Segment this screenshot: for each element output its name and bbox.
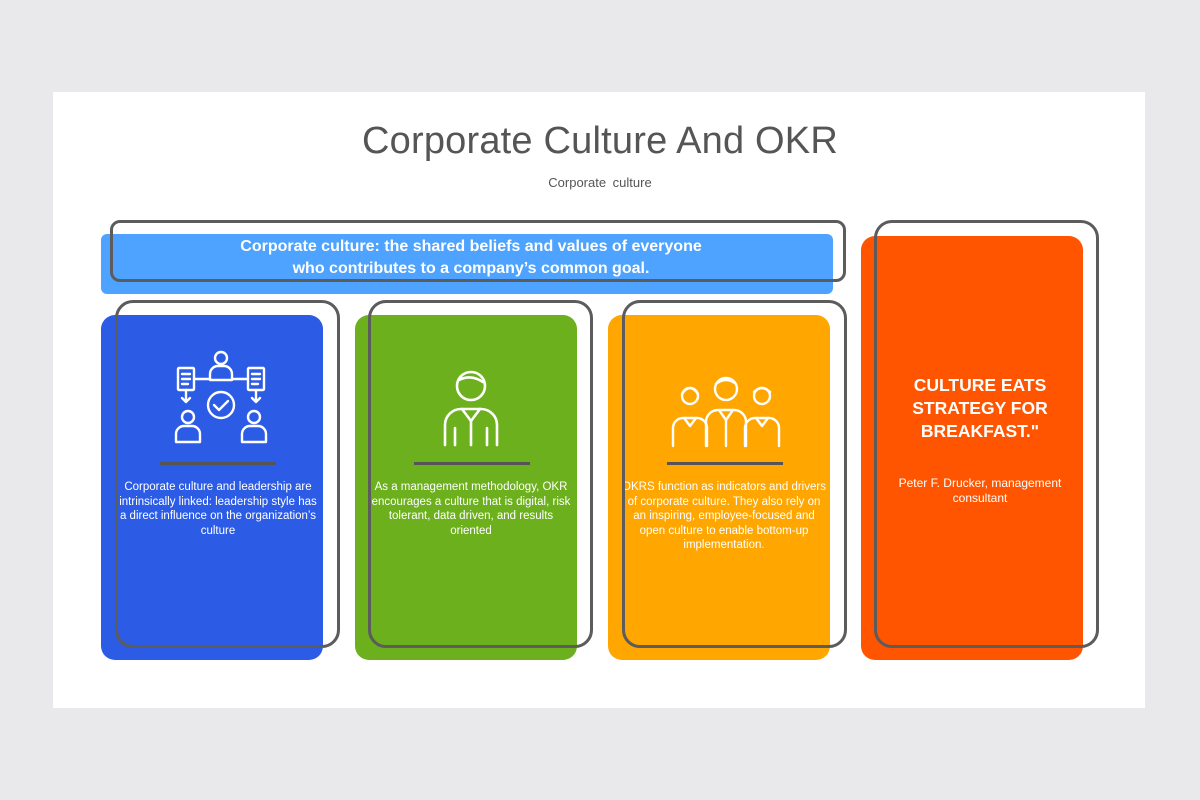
indicators-card (608, 315, 830, 660)
team-hierarchy-check-icon (172, 348, 270, 451)
definition-banner-text: Corporate culture: the shared beliefs an… (101, 236, 841, 280)
card-outline (622, 300, 847, 648)
quote-text: CULTURE EATS STRATEGY FOR BREAKFAST." (912, 375, 1048, 441)
card-divider (160, 462, 276, 465)
leadership-card (101, 315, 323, 660)
indicators-card-text: OKRS function as indicators and drivers … (622, 481, 826, 551)
banner-outline (110, 220, 846, 282)
definition-line-2: who contributes to a company’s common go… (292, 260, 650, 277)
quote-author: Peter F. Drucker, management consultant (898, 476, 1062, 505)
card-outline (115, 300, 340, 648)
quote-card (861, 236, 1083, 660)
leadership-card-text: Corporate culture and leadership are int… (119, 481, 317, 537)
definition-banner (101, 234, 833, 294)
businessman-icon (440, 368, 502, 453)
quote-card-outline (874, 220, 1099, 648)
card-outline (368, 300, 593, 648)
card-divider (414, 462, 530, 465)
slide-subtitle: Corporate culture (548, 175, 652, 190)
definition-line-1: Corporate culture: the shared beliefs an… (240, 238, 702, 255)
group-of-people-icon (670, 374, 782, 453)
methodology-card-text: As a management methodology, OKR encoura… (371, 481, 571, 537)
slide-title: Corporate Culture And OKR (361, 120, 838, 162)
card-divider (667, 462, 783, 465)
